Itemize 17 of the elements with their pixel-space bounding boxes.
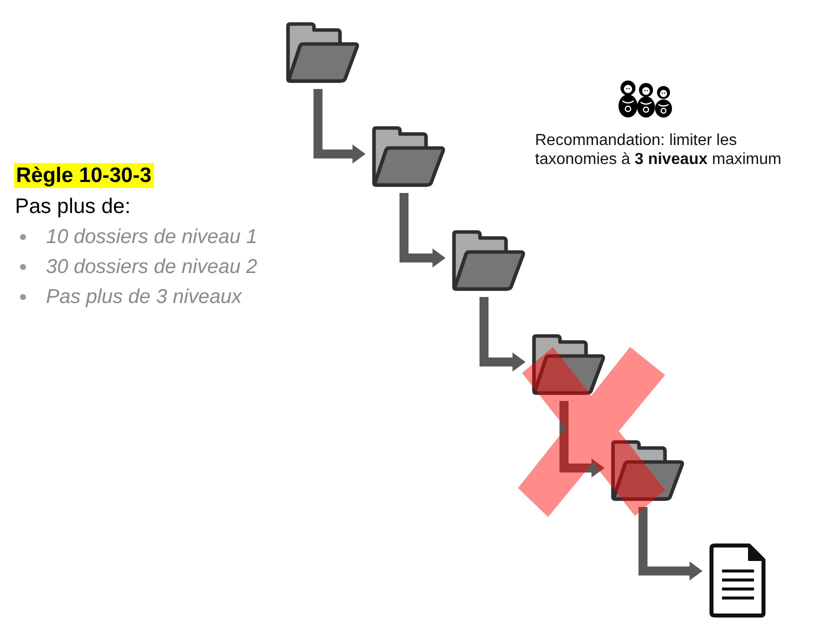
folder-icon xyxy=(452,230,526,292)
document-icon xyxy=(709,543,766,618)
heading: Règle 10-30-3 xyxy=(14,163,154,188)
arrow xyxy=(560,401,604,478)
list-item: 30 dossiers de niveau 2 xyxy=(46,255,258,279)
intro-text: Pas plus de: xyxy=(15,194,131,220)
arrow xyxy=(638,507,702,580)
folder-icon xyxy=(611,440,685,502)
folder-icon xyxy=(532,334,606,396)
note-text: Recommandation: limiter les taxonomies à 3 niveaux maximum xyxy=(535,131,782,170)
arrow xyxy=(400,193,446,268)
list-item: 10 dossiers de niveau 1 xyxy=(46,225,258,249)
arrow xyxy=(480,297,526,372)
folder-icon xyxy=(372,126,446,188)
arrow xyxy=(314,89,366,164)
folder-icon xyxy=(286,22,360,84)
list-item: Pas plus de 3 niveaux xyxy=(46,285,242,309)
